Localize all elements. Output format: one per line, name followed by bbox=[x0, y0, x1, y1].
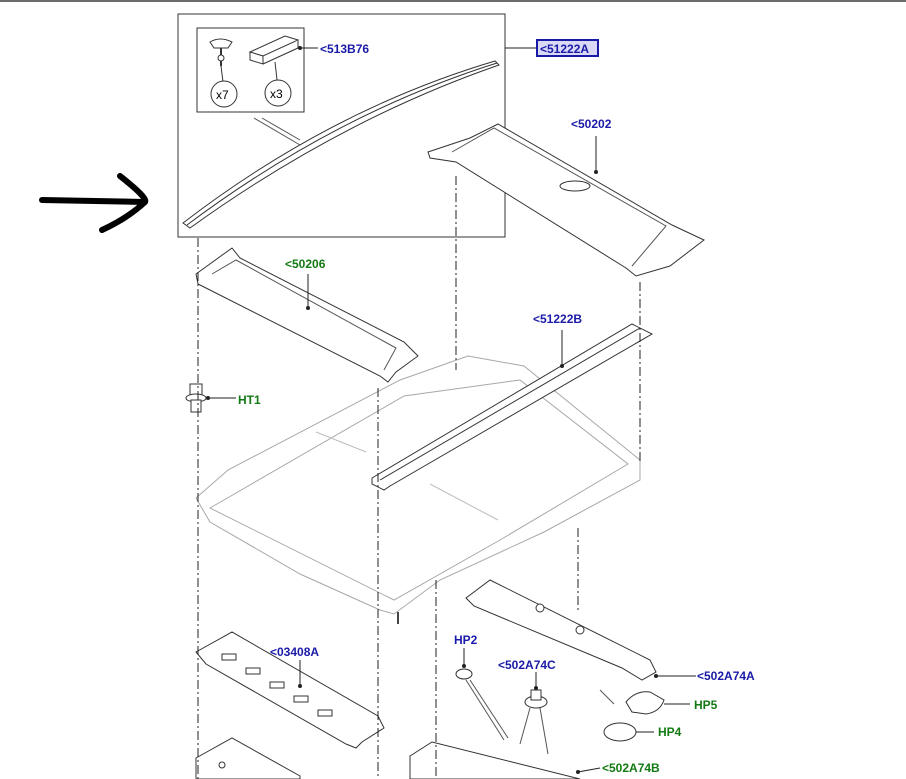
grommet-HP2 bbox=[455, 648, 509, 741]
highlight-box-51222A bbox=[536, 39, 599, 57]
roof-frame-background bbox=[195, 355, 641, 624]
roof-panel-50202 bbox=[427, 123, 705, 277]
bolt-HT1 bbox=[185, 383, 236, 413]
alignment-lines bbox=[197, 176, 641, 779]
bracket-lower bbox=[195, 737, 301, 779]
strip-51222B bbox=[371, 323, 654, 491]
arrow-annotation bbox=[39, 173, 149, 233]
callout-51222B[interactable]: <51222B bbox=[533, 312, 582, 326]
bracket-03408A bbox=[195, 631, 385, 749]
callout-HP5[interactable]: HP5 bbox=[694, 698, 718, 712]
callout-HP4[interactable]: HP4 bbox=[658, 725, 682, 739]
bracket-502A74A bbox=[465, 579, 696, 681]
inset-box-51222A bbox=[177, 13, 536, 238]
callout-513B76[interactable]: <513B76 bbox=[320, 42, 369, 56]
trim-panel-50206 bbox=[195, 247, 419, 383]
callout-51222A[interactable]: <51222A bbox=[540, 42, 589, 56]
pad-quantity: x3 bbox=[270, 87, 283, 101]
callout-HP2[interactable]: HP2 bbox=[454, 633, 478, 647]
bracket-502A74B bbox=[409, 741, 601, 779]
plug-HP4 bbox=[603, 722, 654, 742]
plug-HP5 bbox=[599, 689, 690, 715]
callout-50202[interactable]: <50202 bbox=[571, 117, 612, 131]
callout-502A74C[interactable]: <502A74C bbox=[498, 658, 556, 672]
clip-quantity: x7 bbox=[216, 88, 229, 102]
window-top-edge bbox=[0, 0, 906, 2]
callout-HT1[interactable]: HT1 bbox=[238, 393, 261, 407]
callout-03408A[interactable]: <03408A bbox=[270, 645, 319, 659]
callout-502A74A[interactable]: <502A74A bbox=[697, 669, 755, 683]
callout-502A74B[interactable]: <502A74B bbox=[602, 761, 660, 775]
callout-50206[interactable]: <50206 bbox=[285, 257, 326, 271]
grommet-502A74C bbox=[519, 672, 549, 755]
